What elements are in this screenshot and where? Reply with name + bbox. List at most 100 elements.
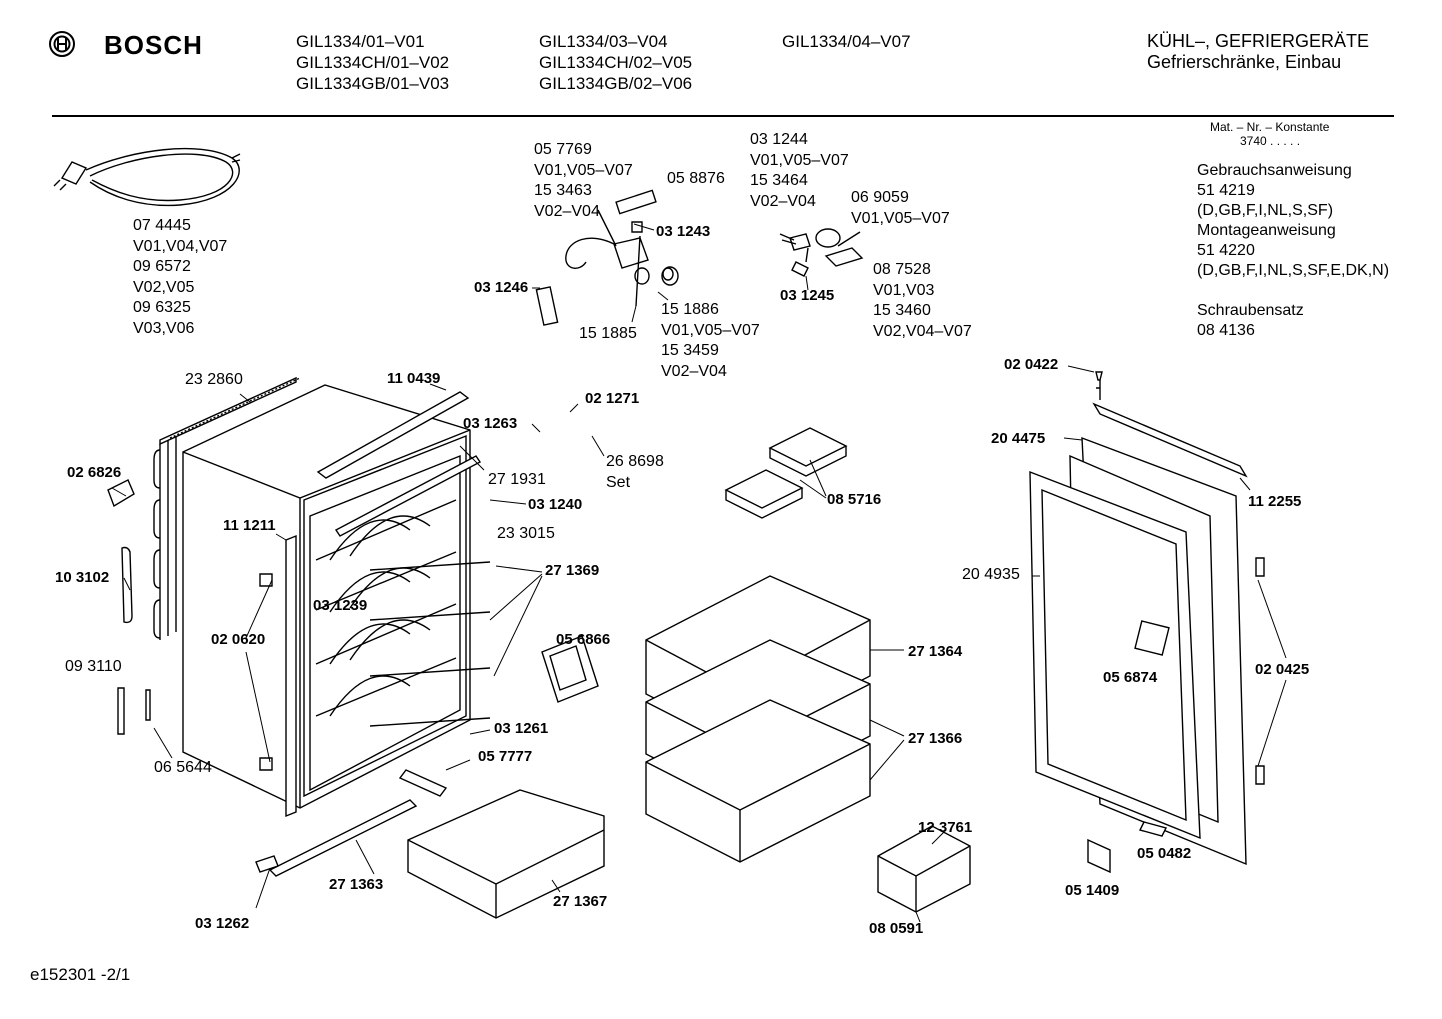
part-number: 03 1244 bbox=[750, 131, 808, 148]
part-label: 11 2255 bbox=[1248, 493, 1302, 510]
part-label: 03 1239 bbox=[313, 597, 368, 614]
model-item: GIL1334GB/02–V06 bbox=[539, 74, 693, 93]
part-label: 23 3015 bbox=[497, 525, 555, 542]
variant-list: V02,V04–V07 bbox=[873, 322, 972, 340]
part-label: 02 6826 bbox=[67, 464, 122, 481]
part-label: 27 1363 bbox=[329, 876, 384, 893]
part-label: 02 1271 bbox=[585, 390, 640, 407]
manual-number: 51 4219 bbox=[1197, 182, 1255, 199]
thermostat-part bbox=[535, 189, 679, 326]
lamp-cover-part-block: 06 9059 V01,V05–V07 bbox=[851, 188, 950, 229]
part-number: 09 6572 bbox=[133, 258, 191, 276]
part-label: 03 1243 bbox=[656, 223, 711, 240]
cable-part-block: 07 4445 V01,V04,V07 09 6572 V02,V05 09 6… bbox=[133, 216, 227, 340]
part-label: 15 1885 bbox=[579, 325, 637, 342]
cabinet-body-part bbox=[182, 384, 482, 818]
part-label: 02 0620 bbox=[211, 631, 266, 648]
part-number: 05 7769 bbox=[534, 141, 592, 158]
part-label: 27 1364 bbox=[908, 643, 963, 660]
set-part-block: 26 8698 Set bbox=[606, 452, 664, 493]
part-label: 02 0425 bbox=[1255, 661, 1310, 678]
part-number: 09 6325 bbox=[133, 299, 191, 317]
model-list-3: GIL1334/04–V07 bbox=[782, 31, 911, 52]
variant-list: V01,V05–V07 bbox=[534, 161, 633, 179]
mat-nr-value: 3740 . . . . . bbox=[1240, 134, 1301, 148]
install-label: Montageanweisung bbox=[1197, 222, 1336, 239]
part-label: 03 1262 bbox=[195, 915, 250, 932]
part-label: 08 0591 bbox=[869, 920, 924, 937]
ice-packs-part bbox=[724, 427, 848, 519]
install-number: 51 4220 bbox=[1197, 242, 1255, 259]
part-number: 07 4445 bbox=[133, 217, 191, 234]
switch-part-block: 08 7528 V01,V03 15 3460 V02,V04–V07 bbox=[873, 260, 972, 342]
shelf-rails-part bbox=[369, 561, 491, 727]
part-number: 26 8698 bbox=[606, 453, 664, 470]
part-label: 08 5716 bbox=[827, 491, 882, 508]
part-label: 03 1245 bbox=[780, 287, 835, 304]
lamp-part-block: 03 1244 V01,V05–V07 15 3464 V02–V04 bbox=[750, 130, 849, 212]
part-label: 05 1409 bbox=[1065, 882, 1120, 899]
mat-nr-block: Mat. – Nr. – Konstante 3740 . . . . . bbox=[1210, 120, 1329, 148]
knob-part-block: 15 1886 V01,V05–V07 15 3459 V02–V04 bbox=[661, 300, 760, 382]
variant-list: V02,V05 bbox=[133, 278, 195, 296]
screw-set-number: 08 4136 bbox=[1197, 322, 1255, 339]
documents-block: Gebrauchsanweisung 51 4219 (D,GB,F,I,NL,… bbox=[1197, 161, 1389, 341]
variant-list: V02–V04 bbox=[750, 192, 816, 210]
leader-lines bbox=[111, 223, 1287, 923]
part-label: 02 0422 bbox=[1004, 356, 1059, 373]
part-label: 03 1263 bbox=[463, 415, 518, 432]
part-label: 23 2860 bbox=[185, 371, 243, 388]
screw-set-label: Schraubensatz bbox=[1197, 302, 1304, 319]
variant-list: V01,V03 bbox=[873, 281, 935, 299]
bottom-drawer-part bbox=[407, 789, 605, 919]
manual-languages: (D,GB,F,I,NL,S,SF) bbox=[1197, 202, 1334, 219]
part-label: 06 5644 bbox=[154, 759, 212, 776]
mat-nr-label: Mat. – Nr. – Konstante bbox=[1210, 120, 1330, 134]
part-label: 27 1367 bbox=[553, 893, 608, 910]
part-number: 15 3463 bbox=[534, 182, 592, 200]
model-item: GIL1334/04–V07 bbox=[782, 32, 911, 51]
bosch-logo-icon bbox=[49, 31, 75, 57]
part-label: 09 3110 bbox=[65, 658, 122, 675]
part-label: 03 1261 bbox=[494, 720, 549, 737]
part-number: 15 3460 bbox=[873, 302, 931, 320]
part-label: 11 0439 bbox=[387, 370, 441, 387]
model-item: GIL1334CH/02–V05 bbox=[539, 53, 693, 72]
bottom-rail-part bbox=[255, 769, 448, 877]
part-label: 03 1246 bbox=[474, 279, 529, 296]
model-item: GIL1334GB/01–V03 bbox=[296, 74, 450, 93]
part-label: 10 3102 bbox=[55, 569, 110, 586]
part-label: 05 7777 bbox=[478, 748, 533, 765]
set-label: Set bbox=[606, 473, 631, 491]
category-header: KÜHL–, GEFRIERGERÄTE Gefrierschränke, Ei… bbox=[1147, 31, 1369, 73]
part-label: 12 3761 bbox=[918, 819, 973, 836]
lamp-switch-part bbox=[779, 228, 864, 277]
part-label: 20 4475 bbox=[991, 430, 1046, 447]
part-number: 15 1886 bbox=[661, 301, 719, 318]
header-divider bbox=[52, 115, 1394, 117]
part-label: 05 8876 bbox=[667, 170, 725, 187]
manual-label: Gebrauchsanweisung bbox=[1197, 162, 1352, 179]
part-label: 27 1931 bbox=[488, 471, 546, 488]
model-item: GIL1334/03–V04 bbox=[539, 32, 668, 51]
variant-list: V01,V05–V07 bbox=[851, 209, 950, 227]
category-subtitle: Gefrierschränke, Einbau bbox=[1147, 52, 1342, 72]
document-id: e152301 -2/1 bbox=[30, 965, 131, 984]
model-list-1: GIL1334/01–V01 GIL1334CH/01–V02 GIL1334G… bbox=[296, 31, 449, 94]
model-item: GIL1334CH/01–V02 bbox=[296, 53, 450, 72]
model-list-2: GIL1334/03–V04 GIL1334CH/02–V05 GIL1334G… bbox=[539, 31, 692, 94]
door-part bbox=[1029, 371, 1265, 874]
part-label: 05 6866 bbox=[556, 631, 611, 648]
part-number: 08 7528 bbox=[873, 261, 931, 278]
model-item: GIL1334/01–V01 bbox=[296, 32, 425, 51]
freezer-drawers-part bbox=[645, 575, 871, 863]
part-label: 27 1369 bbox=[545, 562, 600, 579]
variant-list: V01,V05–V07 bbox=[750, 151, 849, 169]
power-cable-part bbox=[53, 147, 241, 207]
variant-list: V02–V04 bbox=[661, 362, 727, 380]
variant-list: V01,V05–V07 bbox=[661, 321, 760, 339]
part-number: 06 9059 bbox=[851, 189, 909, 206]
variant-list: V02–V04 bbox=[534, 202, 600, 220]
part-number: 15 3459 bbox=[661, 342, 719, 360]
